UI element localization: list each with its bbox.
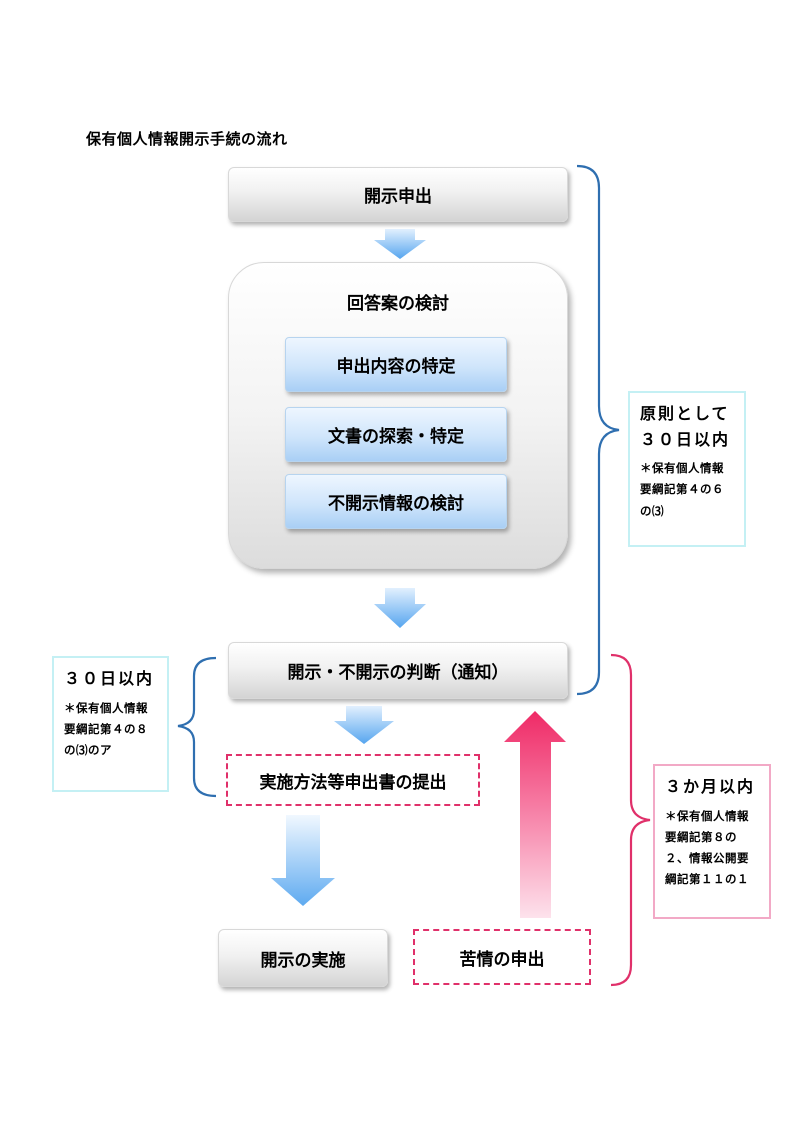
note-body-line: の⑶	[640, 503, 664, 518]
note-head-line: ３０日以内	[640, 429, 731, 449]
review-item-label: 文書の探索・特定	[328, 427, 464, 447]
note-body-line: の⑶のア	[64, 743, 112, 758]
step-request-label: 開示申出	[364, 187, 432, 207]
step-implementation: 開示の実施	[218, 929, 388, 987]
note-head-line: ３０日以内	[64, 669, 155, 688]
note-head: ３０日以内	[64, 666, 157, 692]
step-decision: 開示・不開示の判断（通知）	[228, 642, 568, 699]
step-implementation-label: 開示の実施	[260, 950, 346, 971]
arrow-down-3	[334, 706, 394, 744]
note-body-line: ＊保有個人情報	[665, 808, 749, 823]
note-body-line: ＊保有個人情報	[64, 700, 148, 715]
note-body-line: 要綱記第８の	[665, 829, 737, 844]
review-item-2: 文書の探索・特定	[285, 407, 507, 462]
review-item-3: 不開示情報の検討	[285, 474, 507, 529]
arrow-down-1	[374, 229, 426, 259]
arrow-down-2	[374, 588, 426, 628]
note-body-line: 要綱記第４の６	[640, 482, 724, 497]
note-head-line: ３か月以内	[665, 777, 756, 796]
step-method-submit-label: 実施方法等申出書の提出	[259, 772, 447, 793]
note-right-bottom: ３か月以内 ＊保有個人情報 要綱記第８の ２、情報公開要 綱記第１１の１	[653, 764, 771, 919]
note-body-line: ２、情報公開要	[665, 851, 749, 866]
page-title: 保有個人情報開示手続の流れ	[86, 130, 288, 148]
note-body-line: ＊保有個人情報	[640, 461, 724, 476]
note-body: ＊保有個人情報 要綱記第４の８ の⑶のア	[64, 698, 157, 762]
note-right-top: 原則として ３０日以内 ＊保有個人情報 要綱記第４の６ の⑶	[628, 391, 746, 547]
step-complaint-label: 苦情の申出	[459, 949, 545, 970]
note-body-line: 綱記第１１の１	[665, 872, 749, 887]
note-head: ３か月以内	[665, 774, 759, 800]
arrow-up-complaint	[504, 711, 566, 918]
note-body-line: 要綱記第４の８	[64, 721, 148, 736]
step-method-submit: 実施方法等申出書の提出	[226, 754, 480, 806]
step-complaint: 苦情の申出	[413, 929, 591, 985]
arrow-down-implementation	[271, 815, 335, 906]
review-panel-title: 回答案の検討	[347, 294, 449, 314]
note-body: ＊保有個人情報 要綱記第８の ２、情報公開要 綱記第１１の１	[665, 806, 759, 891]
review-item-label: 不開示情報の検討	[328, 494, 464, 514]
bracket-right-pink	[610, 653, 651, 987]
note-head-line: 原則として	[640, 404, 730, 423]
step-request: 開示申出	[228, 167, 568, 222]
note-head: 原則として ３０日以内	[640, 401, 734, 452]
note-body: ＊保有個人情報 要綱記第４の６ の⑶	[640, 458, 734, 522]
step-decision-label: 開示・不開示の判断（通知）	[287, 663, 509, 683]
bracket-left-blue	[177, 656, 217, 798]
review-item-1: 申出内容の特定	[285, 337, 507, 392]
note-left: ３０日以内 ＊保有個人情報 要綱記第４の８ の⑶のア	[52, 656, 169, 792]
bracket-right-blue	[576, 164, 620, 696]
review-item-label: 申出内容の特定	[336, 357, 456, 377]
